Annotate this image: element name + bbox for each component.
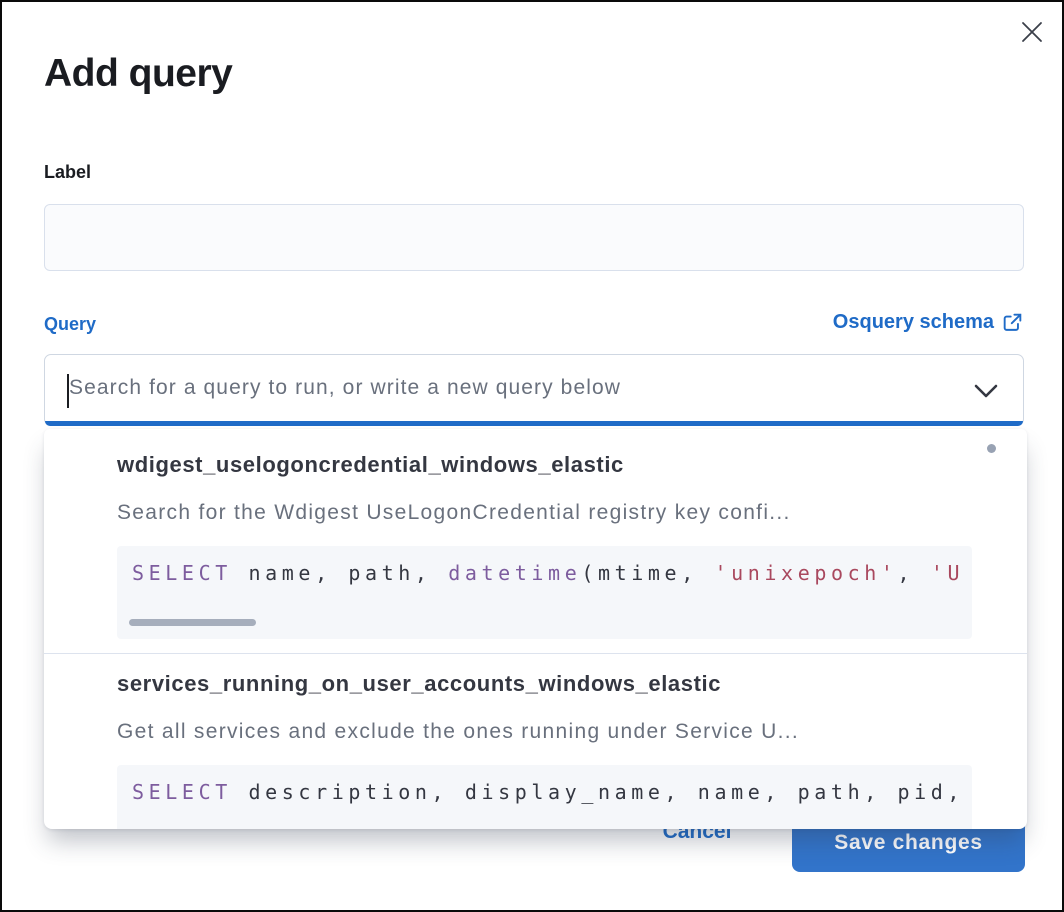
query-option-code-block: SELECT description, display_name, name, … xyxy=(117,765,972,829)
sql-code: SELECT description, display_name, name, … xyxy=(132,780,965,804)
close-button[interactable] xyxy=(1016,16,1048,48)
page-title: Add query xyxy=(44,52,233,95)
text-cursor xyxy=(67,374,69,408)
query-option-code-block: SELECT name, path, datetime(mtime, 'unix… xyxy=(117,546,972,639)
osquery-schema-link-label: Osquery schema xyxy=(832,311,994,333)
external-link-icon xyxy=(1003,313,1022,332)
query-option[interactable]: wdigest_uselogoncredential_windows_elast… xyxy=(44,451,1027,639)
query-option-title: services_running_on_user_accounts_window… xyxy=(117,671,722,696)
query-field-label: Query xyxy=(44,314,97,334)
chevron-down-icon[interactable] xyxy=(973,381,999,401)
label-input[interactable] xyxy=(44,204,1024,271)
query-option-title: wdigest_uselogoncredential_windows_elast… xyxy=(117,452,624,477)
focus-underline xyxy=(45,421,1023,426)
query-suggestions-dropdown: wdigest_uselogoncredential_windows_elast… xyxy=(44,429,1027,829)
option-divider xyxy=(44,653,1027,654)
horizontal-scrollbar-thumb[interactable] xyxy=(129,619,256,626)
query-option-description: Search for the Wdigest UseLogonCredentia… xyxy=(117,501,791,524)
osquery-schema-link[interactable]: Osquery schema xyxy=(833,311,1022,334)
label-field-label: Label xyxy=(44,162,92,182)
query-combobox xyxy=(44,354,1024,426)
sql-code: SELECT name, path, datetime(mtime, 'unix… xyxy=(132,561,965,585)
close-icon xyxy=(1021,21,1043,43)
query-search-input[interactable] xyxy=(47,357,959,419)
vertical-scrollbar-thumb[interactable] xyxy=(987,444,996,453)
query-option-description: Get all services and exclude the ones ru… xyxy=(117,720,800,743)
query-option[interactable]: services_running_on_user_accounts_window… xyxy=(44,654,1027,829)
